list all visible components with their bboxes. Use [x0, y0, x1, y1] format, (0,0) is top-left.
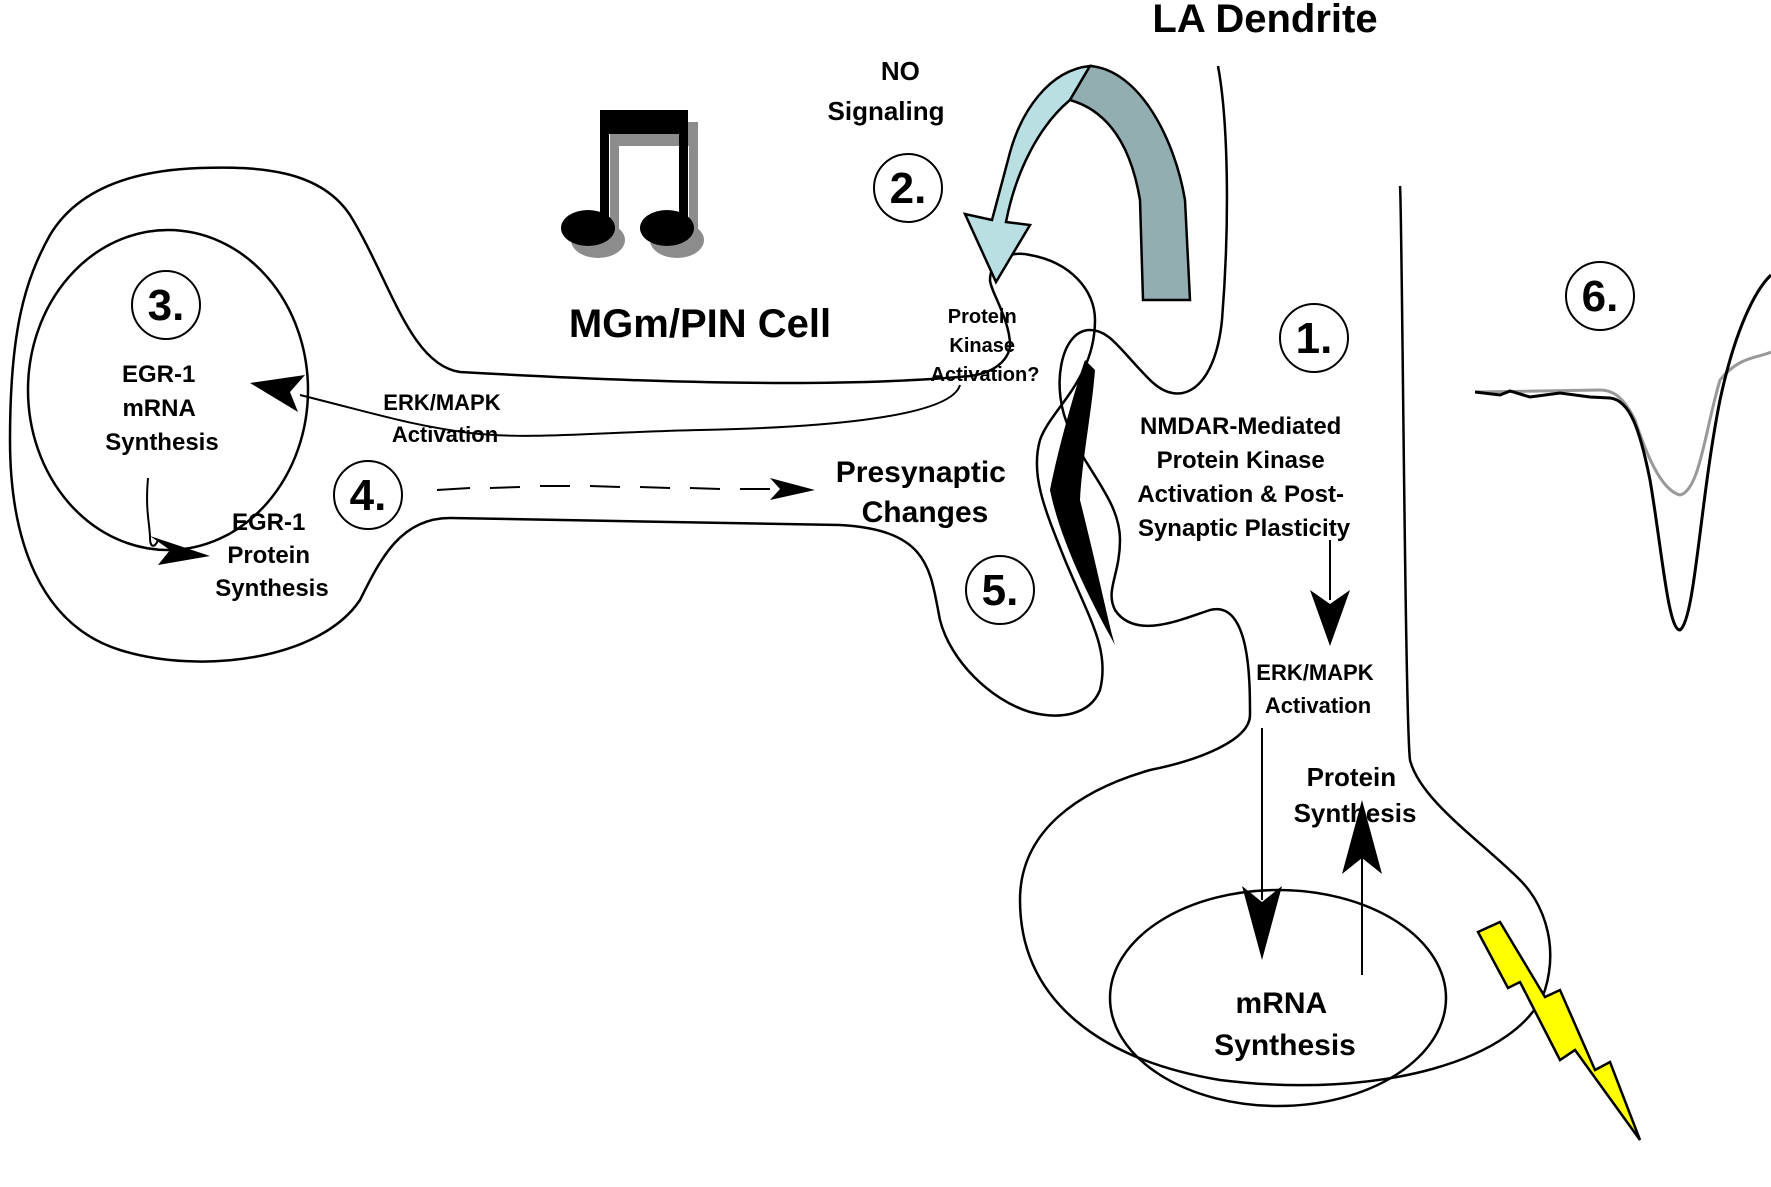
lightning-bolt-icon — [1476, 920, 1642, 1141]
music-note-icon — [561, 110, 704, 258]
mgm-pin-cell-title: MGm/PIN Cell — [569, 302, 831, 346]
presynaptic-changes-label: Presynaptic Changes — [836, 456, 1014, 529]
mrna-synthesis-label: mRNA Synthesis — [1214, 987, 1356, 1062]
postsyn-arrows — [1242, 540, 1382, 975]
erk-mapk-postsyn-label: ERK/MAPK Activation — [1256, 660, 1379, 718]
presynaptic-cell-outline — [8, 166, 1104, 717]
step-6: 6. — [1582, 272, 1619, 321]
no-signaling-arrow — [962, 64, 1192, 302]
presynaptic-nucleus — [26, 228, 310, 552]
protein-synthesis-label: Protein Synthesis — [1294, 762, 1417, 828]
protein-kinase-activation-label: Protein Kinase Activation? — [931, 306, 1040, 386]
step-1: 1. — [1296, 314, 1333, 363]
step-4: 4. — [350, 471, 387, 520]
step-2: 2. — [890, 164, 927, 213]
postsynaptic-dendrite-outline — [1018, 65, 1552, 1087]
nmdar-label: NMDAR-Mediated Protein Kinase Activation… — [1137, 413, 1350, 542]
synaptic-density — [1050, 360, 1115, 645]
egr1-mrna-synthesis-label: EGR-1 mRNA Synthesis — [105, 361, 218, 456]
field-potential-traces — [1474, 273, 1771, 632]
step-5: 5. — [982, 566, 1019, 615]
step-number-markers — [131, 153, 1635, 625]
step-3: 3. — [148, 281, 185, 330]
egr1-protein-synthesis-label: EGR-1 Protein Synthesis — [215, 509, 328, 602]
la-dendrite-title: LA Dendrite — [1152, 0, 1377, 41]
presyn-arrows — [146, 375, 961, 565]
no-signaling-label: NO Signaling — [828, 56, 945, 126]
erk-mapk-presyn-label: ERK/MAPK Activation — [383, 390, 506, 447]
